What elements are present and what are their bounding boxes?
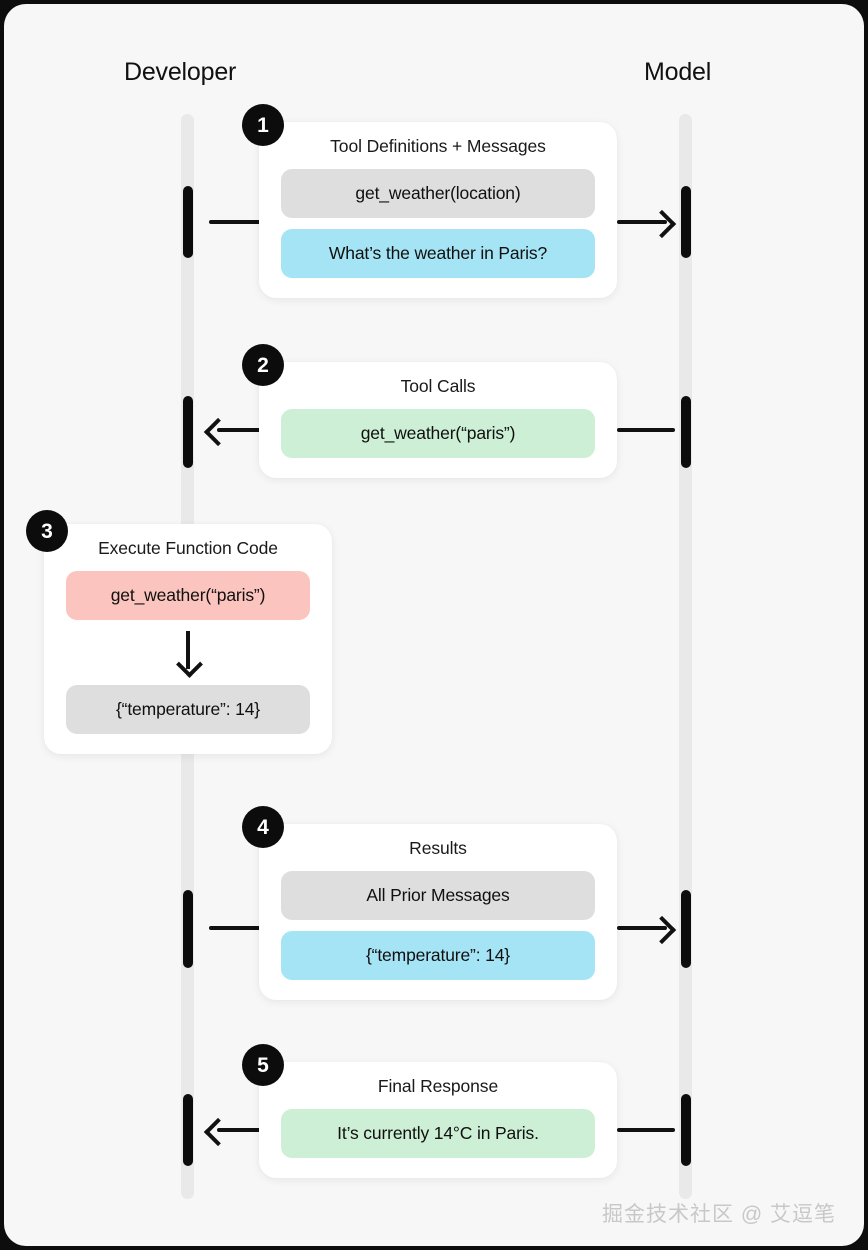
step-2-pill-1: get_weather(“paris”) <box>281 409 595 458</box>
arrowhead-left-step2 <box>203 417 233 447</box>
step-card-4[interactable]: Results All Prior Messages {“temperature… <box>259 824 617 1000</box>
step-card-5[interactable]: Final Response It’s currently 14°C in Pa… <box>259 1062 617 1178</box>
activation-bar-model-step1 <box>681 186 691 258</box>
column-header-developer: Developer <box>124 58 237 86</box>
step-badge-3: 3 <box>26 510 68 552</box>
connector-line-step2-right <box>617 428 675 432</box>
step-1-pill-2: What’s the weather in Paris? <box>281 229 595 278</box>
activation-bar-developer-step5 <box>183 1094 193 1166</box>
arrowhead-right-step1 <box>647 209 677 239</box>
arrowhead-left-step5 <box>203 1117 233 1147</box>
step-3-pill-2: {“temperature”: 14} <box>66 685 310 734</box>
step-1-title: Tool Definitions + Messages <box>330 136 546 156</box>
connector-line-step1-right <box>617 220 667 224</box>
step-4-pill-2: {“temperature”: 14} <box>281 931 595 980</box>
step-5-title: Final Response <box>377 1076 499 1096</box>
activation-bar-developer-step1 <box>183 186 193 258</box>
step-3-pill-1: get_weather(“paris”) <box>66 571 310 620</box>
connector-line-step2-left <box>217 428 265 432</box>
activation-bar-model-step5 <box>681 1094 691 1166</box>
step-card-1[interactable]: Tool Definitions + Messages get_weather(… <box>259 122 617 298</box>
arrowhead-right-step4 <box>647 915 677 945</box>
step-badge-4: 4 <box>242 806 284 848</box>
step-badge-1: 1 <box>242 104 284 146</box>
step-4-title: Results <box>409 838 467 858</box>
step-1-pill-1: get_weather(location) <box>281 169 595 218</box>
step-card-2[interactable]: Tool Calls get_weather(“paris”) <box>259 362 617 478</box>
watermark: 掘金技术社区 @ 艾逗笔 <box>602 1203 836 1226</box>
step-card-3[interactable]: Execute Function Code get_weather(“paris… <box>44 524 332 754</box>
step-4-pill-1: All Prior Messages <box>281 871 595 920</box>
step-5-pill-1: It’s currently 14°C in Paris. <box>281 1109 595 1158</box>
connector-line-step4-right <box>617 926 667 930</box>
activation-bar-developer-step4 <box>183 890 193 968</box>
connector-line-step5-right <box>617 1128 675 1132</box>
connector-line-step1-left <box>209 220 265 224</box>
connector-line-step4-left <box>209 926 265 930</box>
activation-bar-model-step2 <box>681 396 691 468</box>
activation-bar-model-step4 <box>681 890 691 968</box>
connector-line-step5-left <box>217 1128 265 1132</box>
step-3-title: Execute Function Code <box>98 538 278 558</box>
down-arrow-icon <box>66 631 310 678</box>
step-2-title: Tool Calls <box>400 376 476 396</box>
diagram-canvas: Developer Model Tool Definitions + Messa… <box>4 4 864 1246</box>
step-badge-2: 2 <box>242 344 284 386</box>
lifeline-model <box>679 114 692 1199</box>
column-header-model: Model <box>644 58 712 86</box>
step-badge-5: 5 <box>242 1044 284 1086</box>
activation-bar-developer-step2 <box>183 396 193 468</box>
